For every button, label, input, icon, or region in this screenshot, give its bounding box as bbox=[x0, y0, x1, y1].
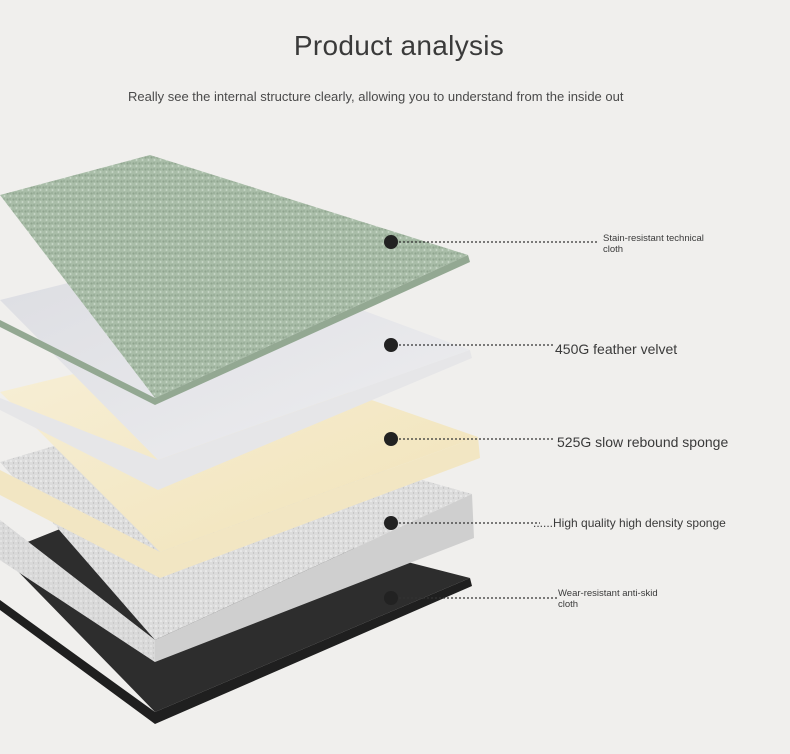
label-slow-rebound-sponge: 525G slow rebound sponge bbox=[557, 434, 729, 450]
label-feather-velvet: 450G feather velvet bbox=[555, 341, 678, 357]
page-subtitle: Really see the internal structure clearl… bbox=[128, 89, 624, 104]
callout-dot-slow-rebound-sponge bbox=[384, 432, 398, 446]
callout-dot-technical-cloth bbox=[384, 235, 398, 249]
callout-dot-high-density-sponge bbox=[384, 516, 398, 530]
label-high-density-sponge: ......High quality high density sponge bbox=[533, 516, 726, 530]
callout-dot-feather-velvet bbox=[384, 338, 398, 352]
label-anti-skid-cloth: Wear-resistant anti-skid cloth bbox=[558, 588, 658, 610]
page-title: Product analysis bbox=[293, 30, 505, 61]
label-technical-cloth: Stain-resistant technical cloth bbox=[603, 233, 704, 255]
callout-lines bbox=[391, 241, 598, 599]
layer-technical-cloth bbox=[0, 155, 470, 405]
callout-dot-anti-skid-cloth bbox=[384, 591, 398, 605]
